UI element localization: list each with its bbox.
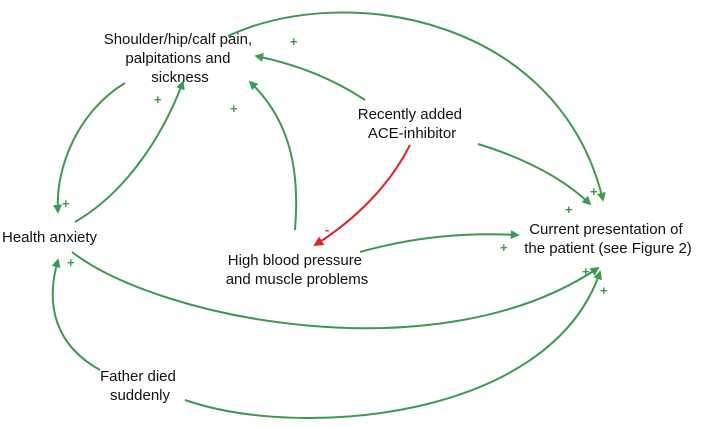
node-father-line-1: Father died bbox=[100, 368, 176, 385]
node-symptoms-line-3: sickness bbox=[151, 69, 209, 86]
sign-symptoms-to-presentation: + bbox=[590, 184, 598, 199]
sign-symptoms-to-anxiety: + bbox=[62, 196, 70, 211]
link-ace-to-bp bbox=[313, 144, 411, 247]
link-anxiety-to-symptoms bbox=[74, 80, 185, 223]
link-bp-to-symptoms bbox=[248, 80, 298, 231]
link-bp-to-presentation bbox=[359, 230, 520, 253]
node-symptoms: Shoulder/hip/calf pain, palpitations and… bbox=[104, 31, 257, 86]
node-ace-line-2: ACE-inhibitor bbox=[368, 125, 456, 142]
link-ace-to-symptoms bbox=[254, 53, 366, 101]
link-father-to-presentation bbox=[184, 270, 602, 419]
link-ace-to-presentation bbox=[477, 143, 592, 206]
sign-father-to-anxiety: + bbox=[67, 255, 75, 270]
sign-ace-to-symptoms: + bbox=[290, 34, 298, 49]
sign-ace-to-bp: - bbox=[325, 222, 329, 237]
node-ace-line-1: Recently added bbox=[358, 106, 462, 123]
node-ace: Recently added ACE-inhibitor bbox=[358, 106, 466, 142]
node-presentation-line-1: Current presentation of bbox=[529, 221, 683, 238]
node-presentation-line-2: the patient (see Figure 2) bbox=[524, 240, 692, 257]
link-symptoms-to-presentation bbox=[227, 11, 606, 202]
node-anxiety: Health anxiety bbox=[2, 229, 98, 246]
sign-anxiety-to-presentation: + bbox=[582, 264, 590, 279]
node-anxiety-line-1: Health anxiety bbox=[2, 229, 98, 246]
node-bp: High blood pressure and muscle problems bbox=[226, 252, 369, 288]
sign-bp-to-symptoms: + bbox=[230, 101, 238, 116]
link-symptoms-to-anxiety bbox=[53, 82, 126, 214]
node-father-line-2: suddenly bbox=[110, 387, 171, 404]
node-bp-line-2: and muscle problems bbox=[226, 271, 369, 288]
node-symptoms-line-1: Shoulder/hip/calf pain, bbox=[104, 31, 252, 48]
sign-ace-to-presentation: + bbox=[565, 202, 573, 217]
node-symptoms-line-2: palpitations and bbox=[125, 50, 230, 67]
node-bp-line-1: High blood pressure bbox=[228, 252, 362, 269]
sign-bp-to-presentation: + bbox=[500, 240, 508, 255]
sign-anxiety-to-symptoms: + bbox=[154, 92, 162, 107]
node-presentation: Current presentation of the patient (see… bbox=[524, 221, 692, 257]
sign-father-to-presentation: + bbox=[600, 283, 608, 298]
link-father-to-anxiety bbox=[51, 258, 101, 371]
link-anxiety-to-presentation bbox=[71, 251, 600, 330]
node-father: Father died suddenly bbox=[100, 368, 180, 404]
